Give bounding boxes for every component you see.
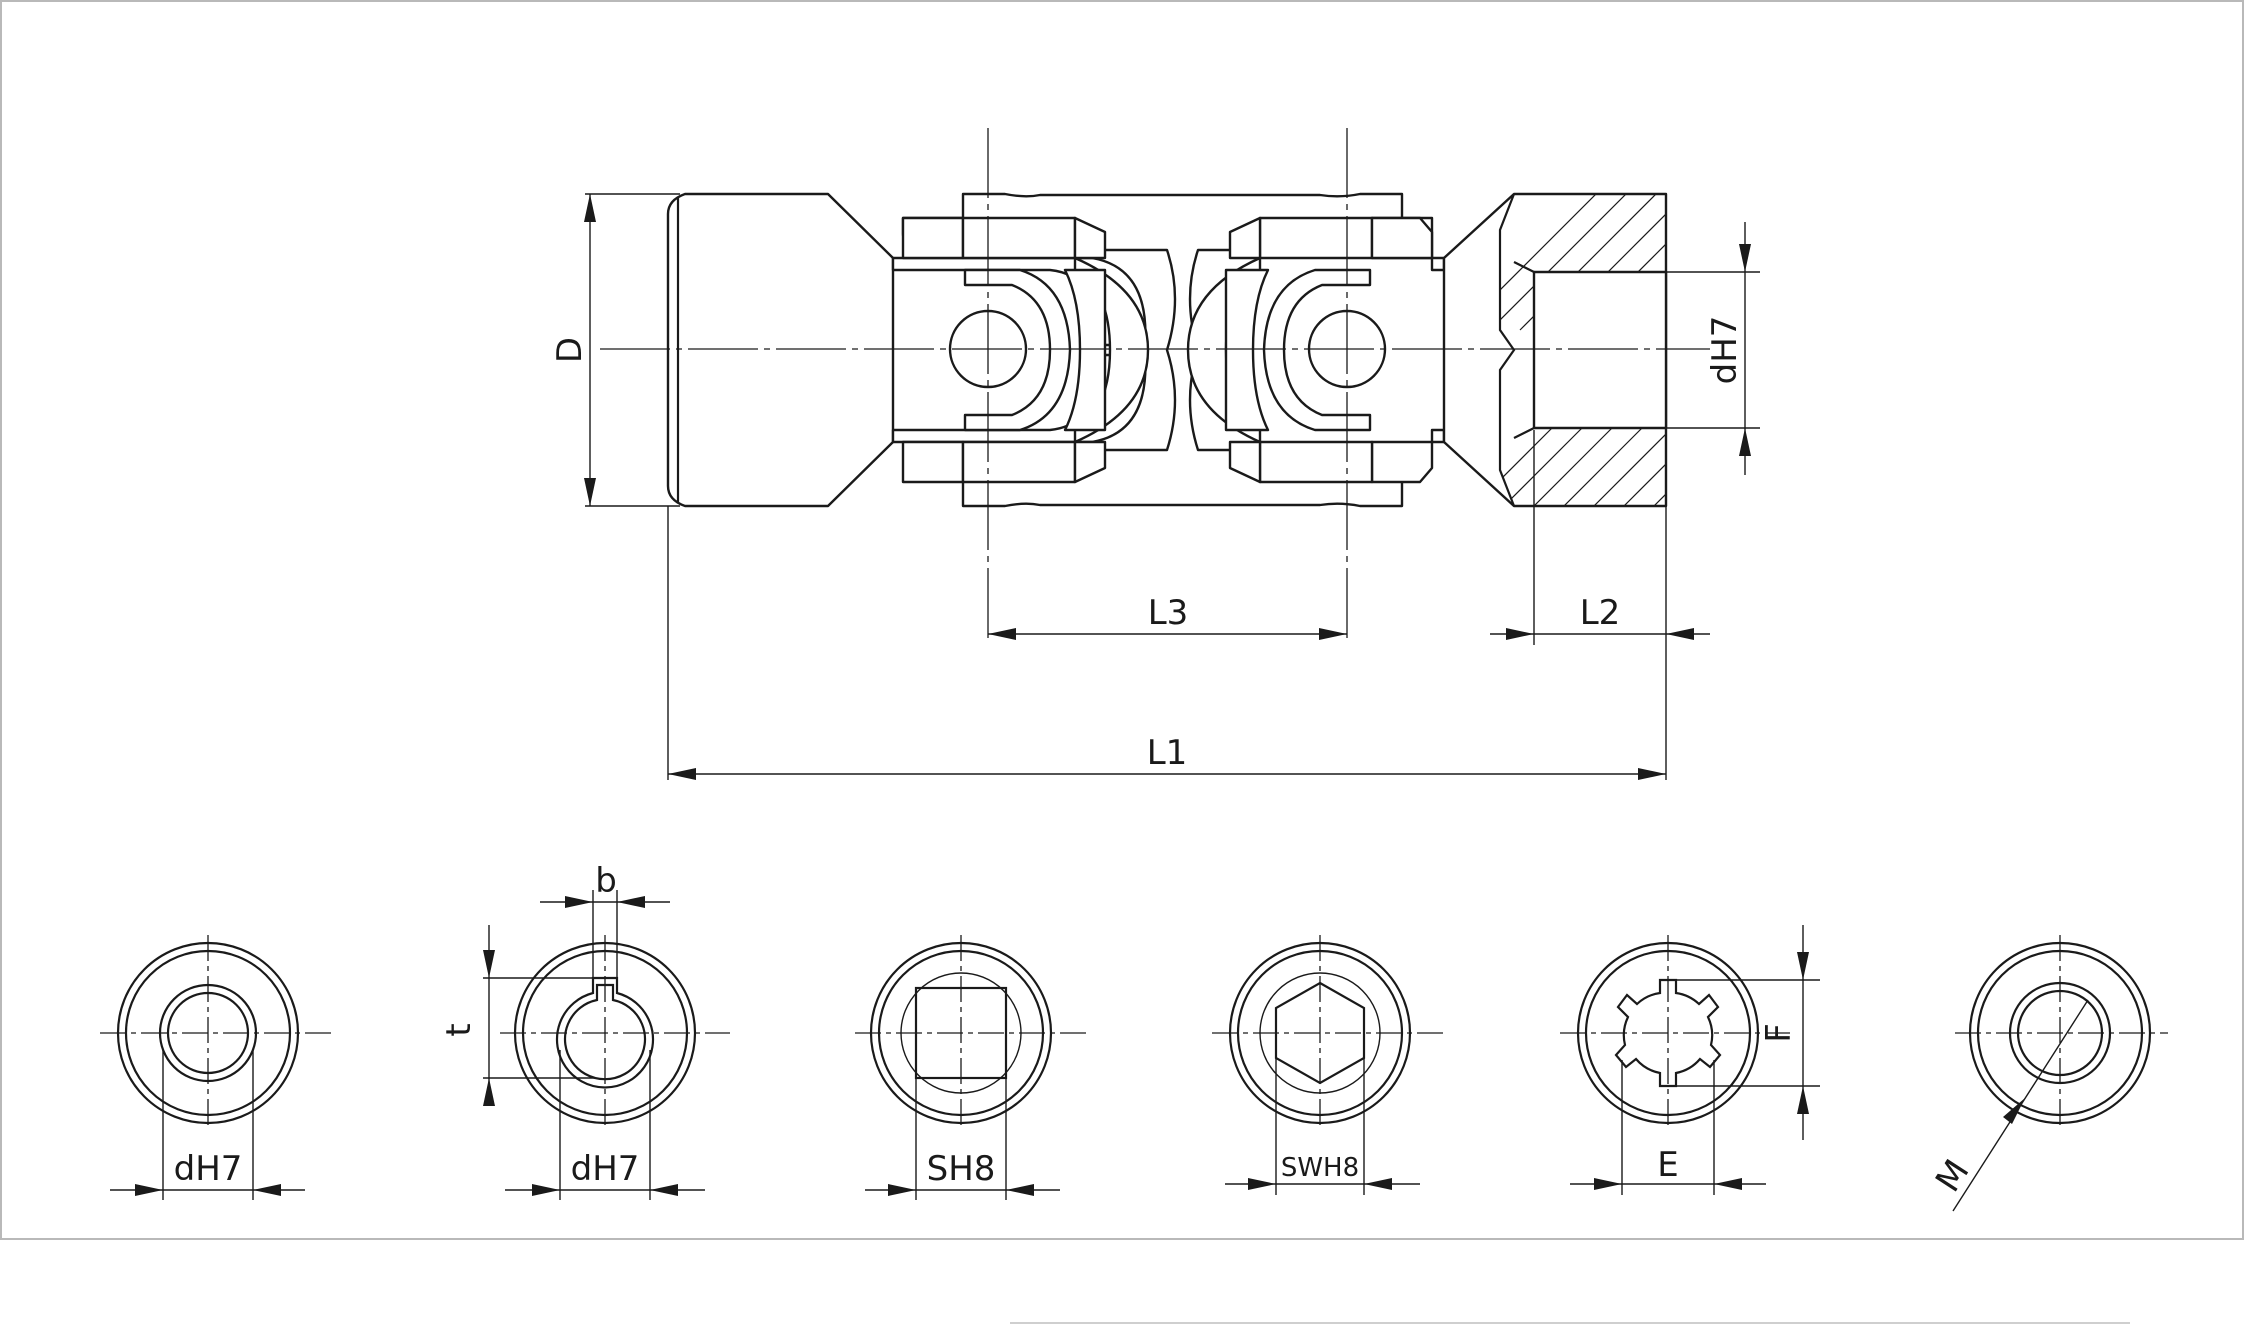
dim-dH7-label: dH7: [1705, 316, 1745, 385]
right-fork-lower: [1430, 428, 1446, 444]
left-yoke-arc: [1073, 256, 1150, 444]
bore-view-spline: F E: [1560, 925, 1820, 1195]
center-housing: [961, 192, 1404, 508]
bore-view-hex: SWH8: [1212, 935, 1448, 1195]
bore-thread-label: M: [1928, 1153, 1978, 1199]
bore-view-round: dH7: [100, 935, 335, 1200]
right-fork-upper: [1430, 256, 1446, 272]
bore-spline-label: E: [1657, 1145, 1678, 1185]
right-bearing-cap: [1224, 268, 1270, 432]
left-hub: [666, 192, 895, 508]
dim-D-label: D: [550, 337, 590, 363]
right-block-bottom: [1370, 440, 1434, 484]
right-inner-fork: [1262, 268, 1372, 432]
dim-L2-label: L2: [1580, 593, 1621, 633]
bore-round-label: dH7: [174, 1149, 243, 1189]
bore-keyway-label: dH7: [571, 1149, 640, 1189]
universal-joint-side-view: D dH7 L3 L2 L1: [550, 128, 1760, 780]
bore-spline-f-label: F: [1759, 1023, 1799, 1043]
bore-view-keyway: b t dH7: [439, 861, 730, 1200]
bore-view-thread: M: [1928, 935, 2168, 1212]
left-block-bottom: [901, 440, 965, 484]
right-hub-bore: [1532, 270, 1668, 430]
drawing-frame: [0, 0, 2244, 1240]
bore-square-label: SH8: [927, 1149, 996, 1189]
left-block-top: [901, 216, 965, 260]
left-bearing-cap: [1063, 268, 1107, 432]
left-inner-fork: [963, 268, 1072, 432]
dim-L3-label: L3: [1148, 593, 1189, 633]
bore-hex-label: SWH8: [1281, 1153, 1359, 1183]
dim-L1-label: L1: [1147, 733, 1188, 773]
bore-keyway-t-label: t: [439, 1023, 479, 1036]
bore-keyway-b-label: b: [595, 861, 617, 901]
bore-view-square: SH8: [855, 935, 1088, 1200]
